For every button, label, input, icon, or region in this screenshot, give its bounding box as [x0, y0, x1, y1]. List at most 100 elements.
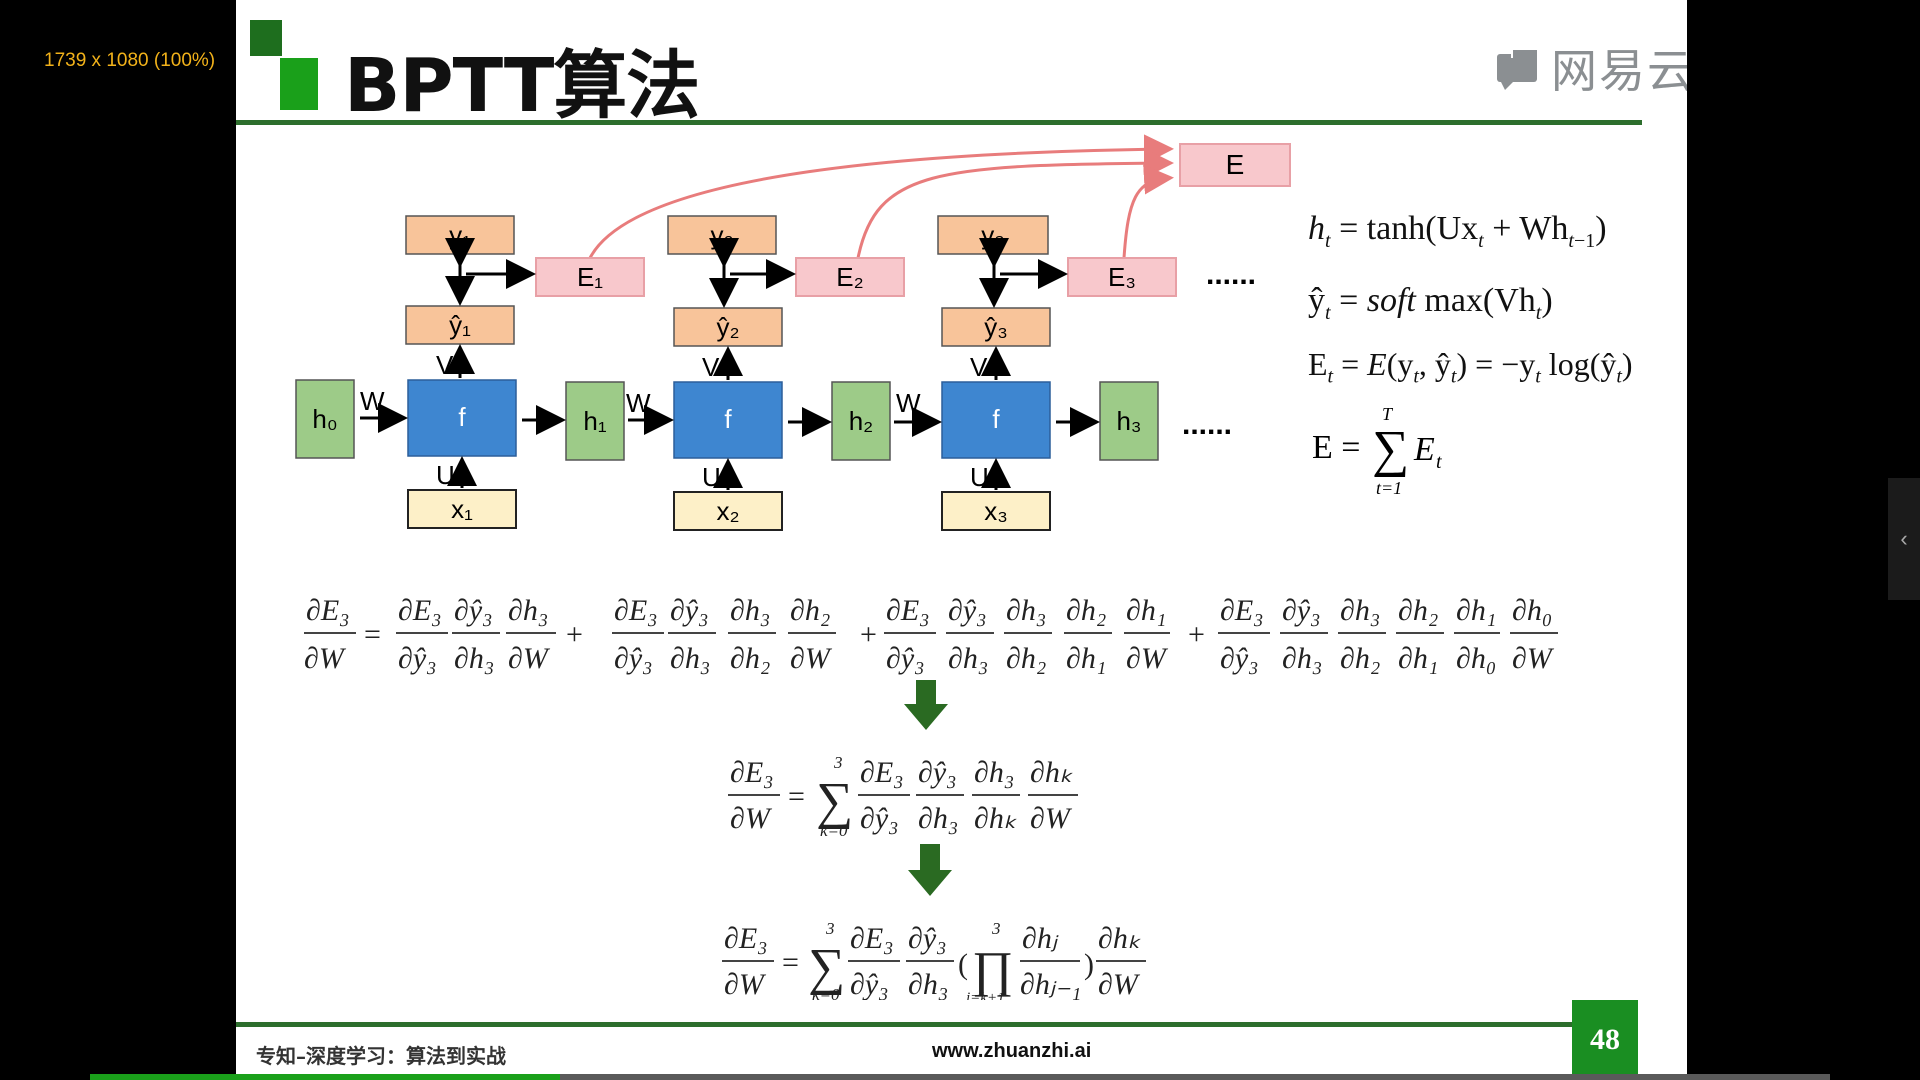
- svg-text:∂h₂: ∂h₂: [1066, 594, 1106, 627]
- footer-divider: [236, 1022, 1576, 1027]
- svg-text:∂ŷ₃: ∂ŷ₃: [614, 642, 653, 675]
- cell-label-2: f: [724, 404, 732, 434]
- brand-name: 网易云: [1551, 44, 1687, 98]
- error-box-1: [535, 257, 645, 297]
- svg-text:∂h₂: ∂h₂: [1340, 642, 1380, 675]
- svg-text:∂ŷ₃: ∂ŷ₃: [1220, 642, 1259, 675]
- gradient-expansion-full: ∂E₃ ∂W = ∂E₃ ∂ŷ₃ ∂ŷ₃ ∂h₃ ∂h₃ ∂W + ∂E₃ ∂ŷ₃ ∂ŷ₃…: [304, 594, 1558, 675]
- gradient-sum-form: ∂E₃∂W = ∑ 3 k=0 ∂E₃∂ŷ₃ ∂ŷ₃∂h₃ ∂h₃∂hₖ ∂hₖ…: [728, 753, 1078, 840]
- svg-text:∂W: ∂W: [1126, 642, 1169, 675]
- cell-box-1: [407, 379, 517, 457]
- side-panel-toggle[interactable]: ‹: [1888, 478, 1920, 600]
- svg-text:(: (: [958, 948, 968, 981]
- prediction-label-3: ŷ₃: [984, 312, 1008, 342]
- svg-text:∂E₃: ∂E₃: [860, 756, 904, 789]
- svg-text:∂E₃: ∂E₃: [1220, 594, 1264, 627]
- svg-text:∂W: ∂W: [1030, 802, 1073, 835]
- cloud-logo-icon: [1497, 48, 1537, 90]
- total-error-label: E: [1226, 149, 1245, 180]
- weight-v-label-3: V: [970, 352, 988, 382]
- error-label-1: E₁: [577, 262, 603, 292]
- weight-w-label-2: W: [626, 388, 651, 418]
- svg-text:): ): [1084, 948, 1094, 981]
- brand-watermark: 网易云: [1495, 40, 1687, 98]
- svg-text:∂h₃: ∂h₃: [730, 594, 770, 627]
- hidden-box-3: [1099, 381, 1159, 461]
- svg-text:∂h₂: ∂h₂: [1006, 642, 1046, 675]
- svg-text:∂W: ∂W: [790, 642, 833, 675]
- svg-text:+: +: [860, 618, 877, 651]
- svg-text:∂E₃: ∂E₃: [306, 594, 350, 627]
- svg-text:∏: ∏: [972, 941, 1013, 997]
- svg-text:E =: E =: [1312, 429, 1360, 466]
- svg-text:∂h₃: ∂h₃: [1282, 642, 1322, 675]
- error-box-2: [795, 257, 905, 297]
- svg-text:∂W: ∂W: [730, 802, 773, 835]
- slide: BPTT算法 网易云 E y₁ E₁: [236, 0, 1687, 1080]
- svg-text:∂h₁: ∂h₁: [1126, 594, 1166, 627]
- svg-text:∂W: ∂W: [304, 642, 347, 675]
- logo-square-light: [280, 58, 318, 110]
- equation-hidden-state: ht = tanh(Uxt + Wht−1): [1308, 210, 1607, 252]
- weight-v-label-1: V: [436, 350, 454, 380]
- input-box-3: [941, 491, 1051, 531]
- svg-text:∂E₃: ∂E₃: [850, 922, 894, 955]
- down-arrow-2: [908, 844, 952, 896]
- svg-text:∂ŷ₃: ∂ŷ₃: [670, 594, 709, 627]
- svg-text:3: 3: [991, 919, 1001, 938]
- footer-url: www.zhuanzhi.ai: [932, 1040, 1092, 1062]
- hidden-label-0: h₀: [312, 404, 337, 434]
- svg-text:3: 3: [825, 919, 835, 938]
- prediction-box-1: [405, 305, 515, 345]
- equation-softmax: ŷt = soft max(Vht): [1308, 282, 1553, 324]
- svg-text:∂E₃: ∂E₃: [398, 594, 442, 627]
- svg-text:∂h₃: ∂h₃: [1006, 594, 1046, 627]
- svg-text:∂h₃: ∂h₃: [1340, 594, 1380, 627]
- svg-text:∂ŷ₃: ∂ŷ₃: [850, 968, 889, 1000]
- input-label-1: x₁: [451, 494, 473, 524]
- svg-text:+: +: [566, 618, 583, 651]
- svg-text:∂h₃: ∂h₃: [974, 756, 1014, 789]
- svg-text:∂h₀: ∂h₀: [1512, 594, 1552, 627]
- weight-u-label-1: U: [436, 460, 455, 490]
- hidden-label-1: h₁: [583, 406, 606, 436]
- svg-text:∂ŷ₃: ∂ŷ₃: [948, 594, 987, 627]
- svg-text:∂E₃: ∂E₃: [724, 922, 768, 955]
- svg-text:∂ŷ₃: ∂ŷ₃: [908, 922, 947, 955]
- svg-text:∂h₁: ∂h₁: [1456, 594, 1496, 627]
- page-number-badge: 48: [1572, 1000, 1638, 1080]
- viewer-dimensions-label: 1739 x 1080 (100%): [44, 50, 216, 71]
- svg-text:∂h₂: ∂h₂: [790, 594, 830, 627]
- svg-text:∂ŷ₃: ∂ŷ₃: [886, 642, 925, 675]
- equation-error-t: Et = E(yt, ŷt) = −yt log(ŷt): [1308, 346, 1633, 388]
- svg-text:E: E: [1413, 431, 1435, 468]
- svg-text:∂ŷ₃: ∂ŷ₃: [918, 756, 957, 789]
- error-curve-1: [588, 134, 1174, 259]
- title-divider: [236, 120, 1642, 125]
- svg-text:=: =: [782, 946, 799, 979]
- slide-title: BPTT算法: [344, 43, 700, 129]
- svg-text:∂hₖ: ∂hₖ: [1030, 756, 1073, 789]
- svg-text:∂ŷ₃: ∂ŷ₃: [398, 642, 437, 675]
- prediction-label-1: ŷ₁: [449, 310, 471, 340]
- svg-text:=: =: [788, 780, 805, 813]
- ellipsis-top: ......: [1206, 258, 1256, 291]
- svg-text:∂ŷ₃: ∂ŷ₃: [1282, 594, 1321, 627]
- prediction-box-3: [941, 307, 1051, 347]
- playback-progress-track[interactable]: [90, 1074, 1830, 1080]
- svg-text:∂hₖ: ∂hₖ: [974, 802, 1017, 835]
- svg-text:∂W: ∂W: [1512, 642, 1555, 675]
- equation-total-error: E = ∑ T t=1 E t: [1312, 402, 1472, 507]
- down-arrow-1: [904, 680, 948, 730]
- svg-text:∂h₁: ∂h₁: [1398, 642, 1438, 675]
- error-curve-3: [1122, 164, 1174, 259]
- logo-square-dark: [250, 20, 282, 56]
- svg-text:t=1: t=1: [1376, 478, 1402, 498]
- weight-u-label-2: U: [702, 462, 721, 492]
- svg-text:∂h₁: ∂h₁: [1066, 642, 1106, 675]
- hidden-label-3: h₃: [1116, 406, 1141, 436]
- svg-text:∂ŷ₃: ∂ŷ₃: [454, 594, 493, 627]
- error-curve-2: [856, 148, 1174, 259]
- gradient-product-form: ∂E₃∂W = ∑ 3 k=0 ∂E₃∂ŷ₃ ∂ŷ₃∂h₃ ( ∏ 3 j=k+…: [722, 919, 1146, 1000]
- svg-text:=: =: [364, 618, 381, 651]
